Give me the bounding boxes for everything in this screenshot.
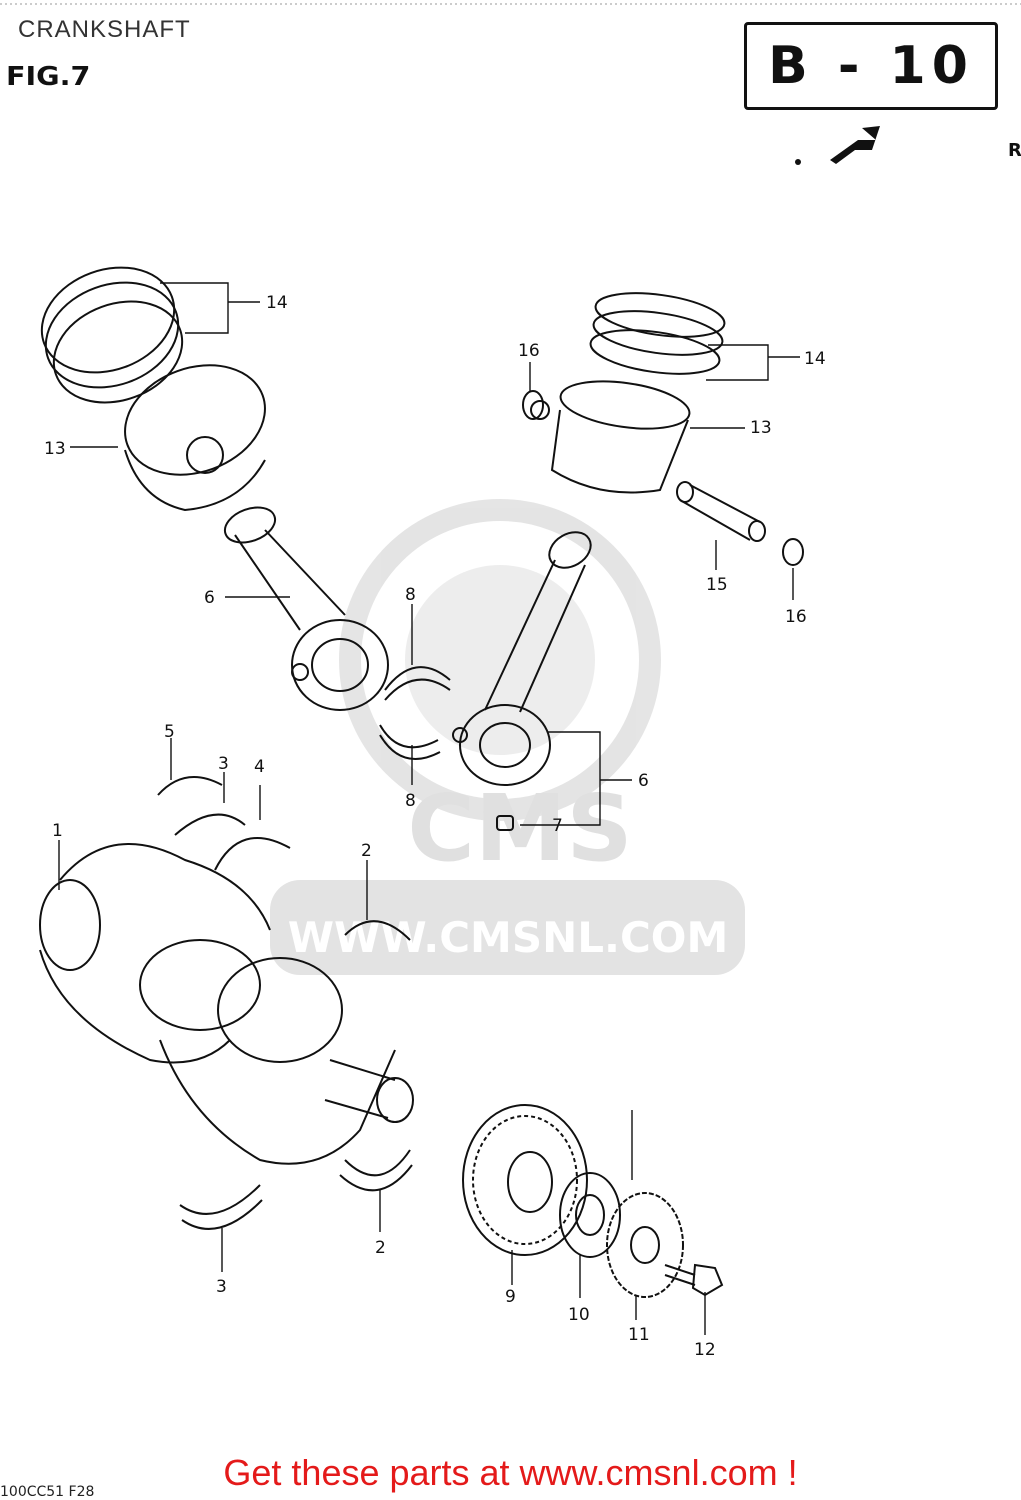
callout-3-bottom: 3 (216, 1277, 227, 1297)
piston-pin (676, 481, 766, 542)
piston-rings-left (40, 266, 184, 404)
main-bearings-upper (157, 776, 411, 941)
callout-5: 5 (164, 722, 175, 742)
buy-parts-link[interactable]: Get these parts at www.cmsnl.com ! (223, 1452, 798, 1493)
piston-left (124, 364, 266, 512)
callout-7: 7 (552, 816, 563, 836)
callout-12: 12 (694, 1340, 716, 1360)
callout-13-left: 13 (44, 439, 66, 459)
callout-9: 9 (505, 1287, 516, 1307)
drawing-code: 100CC51 F28 (0, 1484, 95, 1500)
callout-6-right: 6 (638, 771, 649, 791)
watermark: CMS WWW.CMSNL.COM (270, 499, 745, 975)
callout-10: 10 (568, 1305, 590, 1325)
direction-arrow-icon (795, 126, 880, 165)
bolt-12 (664, 1263, 724, 1297)
callout-3-top: 3 (218, 754, 229, 774)
edge-mark: R (1008, 140, 1021, 161)
bearing-shells-8 (379, 666, 451, 760)
callout-16-right: 16 (785, 607, 807, 627)
callout-14-left: 14 (266, 293, 288, 313)
callout-15: 15 (706, 575, 728, 595)
callout-8-bottom: 8 (405, 791, 416, 811)
connecting-rod-left (223, 506, 389, 711)
watermark-url: WWW.CMSNL.COM (288, 913, 729, 962)
piston-right (530, 380, 691, 494)
primary-gear (462, 1104, 588, 1256)
leader-lines (58, 282, 800, 1335)
washer-10 (559, 1172, 621, 1258)
connecting-rod-right (452, 531, 592, 831)
callout-2-top: 2 (361, 841, 372, 861)
figure-number: FIG.7 (6, 62, 91, 92)
callout-8-top: 8 (405, 585, 416, 605)
callout-11: 11 (628, 1325, 650, 1345)
section-badge: B - 10 (744, 22, 998, 110)
circlips (522, 390, 804, 566)
page-title: CRANKSHAFT (18, 16, 191, 43)
callout-6-left: 6 (204, 588, 215, 608)
callout-4: 4 (254, 757, 265, 777)
main-bearings-lower (179, 1149, 413, 1230)
crankshaft (39, 843, 414, 1165)
callout-2-bottom: 2 (375, 1238, 386, 1258)
callout-16-top: 16 (518, 341, 540, 361)
callout-14-right: 14 (804, 349, 826, 369)
callout-13-right: 13 (750, 418, 772, 438)
callout-labels: 14 13 16 14 13 15 16 6 8 8 6 7 5 3 4 1 2… (44, 293, 826, 1360)
sprocket-11 (606, 1192, 684, 1298)
piston-rings-right (589, 292, 726, 375)
callout-1: 1 (52, 821, 63, 841)
watermark-logo: CMS (407, 775, 632, 882)
